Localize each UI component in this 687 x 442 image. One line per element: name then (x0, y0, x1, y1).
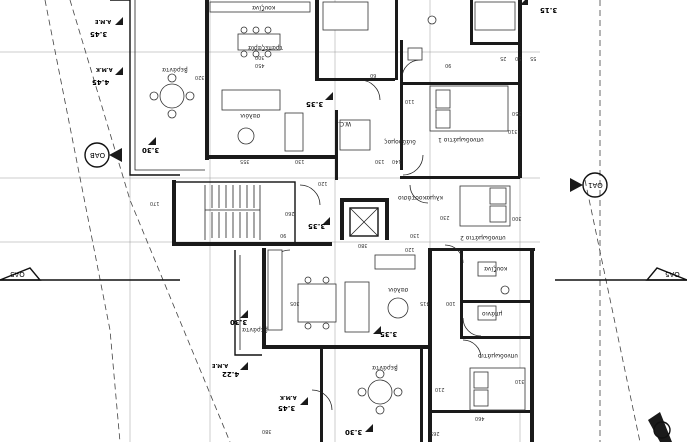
staircase-block (172, 180, 389, 246)
dimension-label: 140 (392, 158, 402, 164)
dimension-label: 380 (262, 428, 272, 434)
section-label-right: ΟΑ1 (588, 181, 603, 189)
dimension-label: 25 (500, 55, 507, 61)
dimension-label: 100 (446, 300, 456, 306)
site-boundary (44, 0, 641, 442)
dimension-label: 415 (420, 300, 430, 306)
dimension-label: 380 (358, 242, 368, 248)
room-label-staircase: κλιμακοστάσιο (398, 194, 443, 201)
dimension-label: 60 (370, 72, 377, 78)
dimension-label: 310 (508, 128, 518, 134)
upper-apartment-walls (205, 0, 522, 180)
dimension-label: 50 (515, 55, 522, 61)
level-value: 3.35 (306, 100, 324, 108)
dimension-label: 120 (405, 246, 415, 252)
level-tag: A.M.K (280, 394, 297, 400)
dimension-label: 265 (430, 430, 440, 436)
dimension-label: 55 (530, 55, 537, 61)
lower-apartment-walls (262, 248, 535, 442)
dimension-label: 300 (512, 215, 522, 221)
level-value: 3.35 (380, 330, 398, 338)
level-markers (115, 0, 528, 432)
room-label-living-upper: σαλόνι (240, 112, 261, 119)
dimension-label: 90 (280, 232, 287, 238)
dimension-label: 230 (440, 214, 450, 220)
dimension-label: 130 (375, 158, 385, 164)
level-value: 3.45 (278, 404, 296, 412)
section-label-left: ΟΑΒ (90, 151, 106, 159)
room-label-corridor: διάδρομος (384, 138, 416, 145)
dimension-label: 460 (475, 415, 485, 421)
dimension-label: 450 (255, 62, 265, 68)
dimension-label: 130 (410, 232, 420, 238)
room-label-living-lower: σαλόνι (388, 286, 409, 293)
dimension-label: 260 (285, 210, 295, 216)
grid-lines (0, 0, 540, 442)
dimension-label: 300 (255, 54, 265, 60)
level-value: 3.30 (230, 318, 248, 326)
level-tag: A.M.K (96, 66, 113, 72)
dimension-label: 305 (290, 300, 300, 306)
room-label-balcony-lower: βεράντα (372, 364, 398, 371)
level-value: 3.15 (540, 6, 558, 14)
section-markers (0, 142, 687, 281)
section-label-far-left: ΟΑ5 (10, 270, 25, 278)
room-label-balcony-left: βεράντα (242, 326, 268, 333)
dimension-label: 90 (445, 62, 452, 68)
room-label-wc-upper: W.C. (338, 120, 352, 127)
level-value: 3.45 (90, 30, 108, 38)
room-label-master-bedroom: υπνοδωμάτιο 1 (438, 136, 484, 143)
level-tag: A.M.E (212, 362, 229, 368)
furniture (149, 1, 526, 415)
level-tag: A.M.E (95, 18, 112, 24)
dimension-label: 355 (240, 158, 250, 164)
dimension-label: 310 (515, 378, 525, 384)
dimension-label: 350 (512, 110, 522, 116)
upper-left-balcony (110, 0, 205, 176)
dimension-label: 130 (295, 158, 305, 164)
level-value: 3.30 (142, 146, 160, 154)
dimension-label: 110 (405, 98, 415, 104)
room-label-bedroom-2: υπνοδωμάτιο 2 (460, 234, 506, 241)
level-value: 4.22 (222, 370, 240, 378)
section-label-far-right: ΟΑ5 (665, 270, 680, 278)
dimension-label: 170 (150, 200, 160, 206)
lower-left-balcony (234, 250, 262, 356)
dimension-label: 210 (435, 386, 445, 392)
level-value: 3.30 (345, 428, 363, 436)
level-value: 3.35 (308, 222, 326, 230)
room-label-balcony-upper: βεράντα (162, 66, 188, 73)
north-arrow (648, 412, 672, 442)
level-value: 4.45 (92, 78, 110, 86)
room-label-kitchen: κουζίνα (252, 4, 276, 11)
room-label-dining: τραπεζαρία (248, 44, 284, 51)
room-label-bedroom-lower: υπνοδωμάτιο (478, 352, 518, 359)
dimension-label: 120 (318, 180, 328, 186)
dimension-label: 320 (195, 74, 205, 80)
room-label-kitchen-lower: κουζίνα (484, 265, 508, 272)
room-label-bath-lower: μπάνιο (482, 310, 503, 317)
